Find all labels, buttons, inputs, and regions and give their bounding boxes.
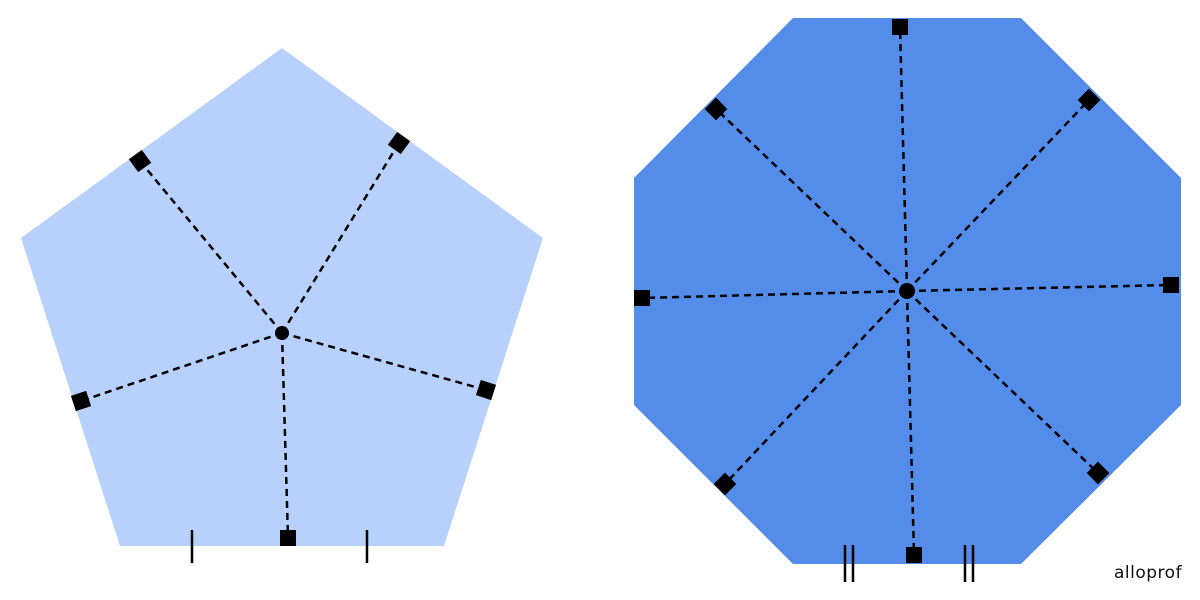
right-angle-marker — [387, 131, 411, 155]
pentagon-apothem — [280, 332, 290, 539]
pentagon-apothem — [139, 160, 283, 334]
right-angle-marker — [1163, 277, 1179, 293]
octagon-apothem — [906, 290, 1099, 474]
right-angle-marker — [634, 290, 650, 306]
octagon-apothem — [906, 99, 1090, 292]
right-angle-marker — [906, 547, 922, 563]
right-angle-marker — [475, 379, 497, 401]
pentagon-shape — [21, 48, 543, 546]
octagon-apothem — [641, 289, 908, 300]
pentagon-center — [275, 326, 289, 340]
octagon-apothem — [715, 108, 908, 292]
alloprof-logo: alloprof — [1114, 563, 1183, 583]
octagon-apothem — [905, 290, 916, 556]
right-angle-marker — [280, 530, 296, 546]
octagon-center — [899, 283, 915, 299]
regular-octagon — [634, 18, 1181, 582]
octagon-apothem — [898, 26, 909, 292]
octagon-apothem — [906, 283, 1172, 293]
right-angle-marker — [70, 390, 92, 412]
right-angle-marker — [892, 19, 908, 35]
right-angle-marker — [128, 149, 152, 173]
pentagon-apothem — [280, 142, 401, 334]
regular-pentagon — [21, 48, 543, 563]
octagon-apothem — [724, 290, 908, 485]
